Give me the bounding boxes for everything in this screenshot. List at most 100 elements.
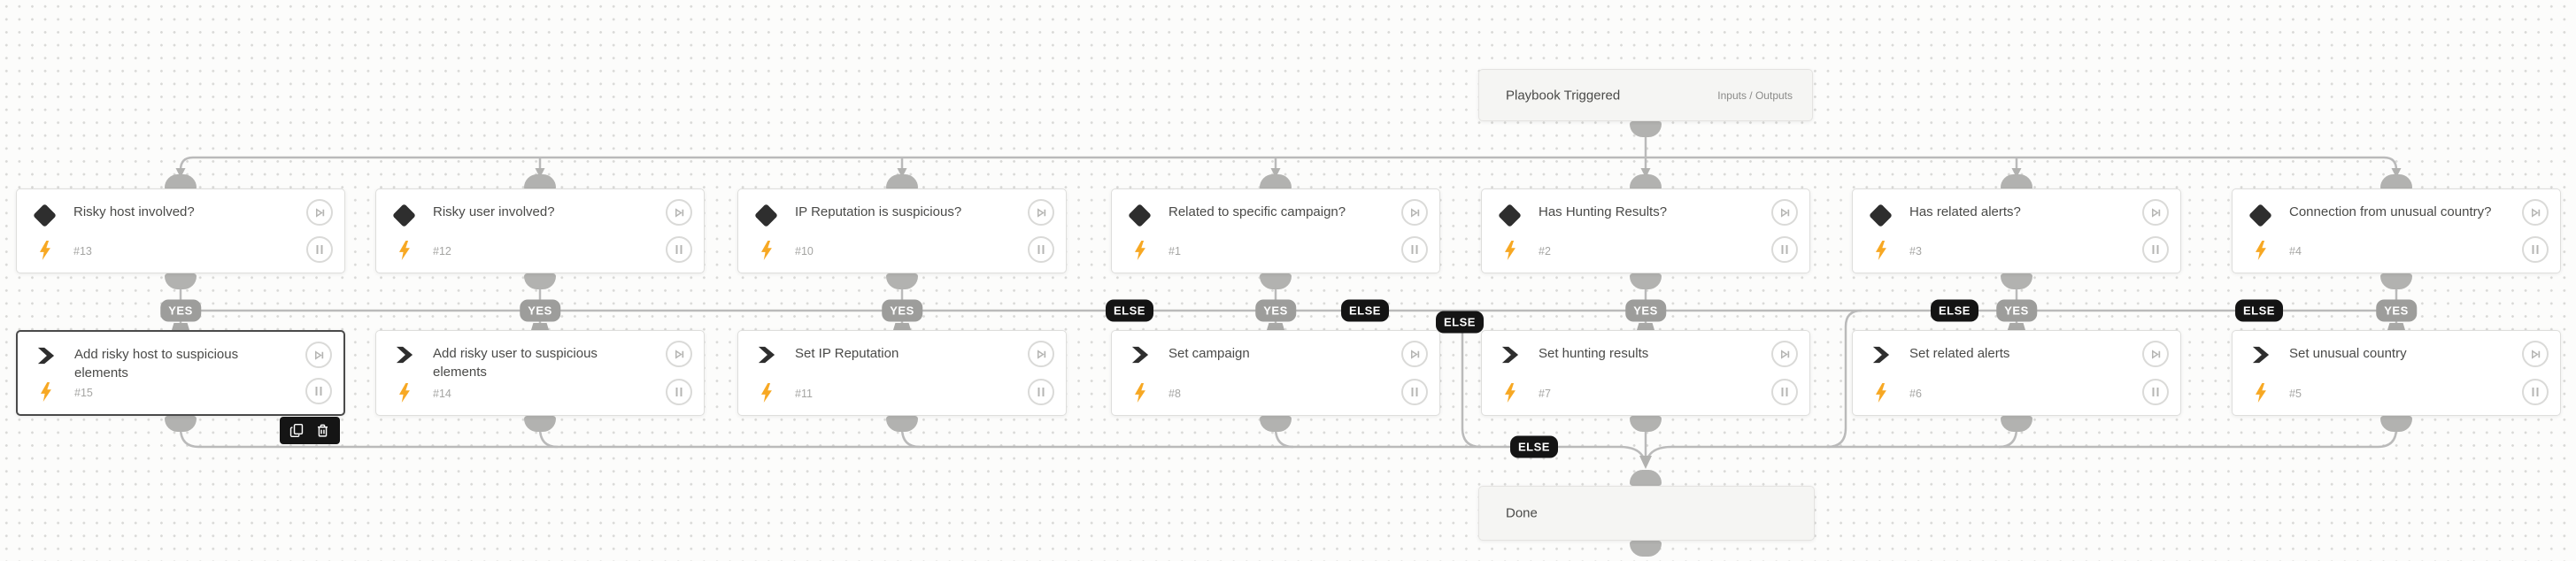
input-port [2380,174,2412,190]
task-id: #13 [73,245,92,257]
skip-to-end-button[interactable] [306,199,333,226]
input-port [1630,174,1662,190]
action-node[interactable]: Set campaign #8 [1111,330,1440,416]
copy-task-button[interactable] [289,423,305,438]
skip-to-end-button[interactable] [1028,199,1054,226]
action-title: Add risky host to suspicious elements [74,347,239,380]
pause-button[interactable] [666,379,692,405]
pause-button[interactable] [306,236,333,263]
task-id: #4 [2289,245,2302,257]
yes-edge-badge: YES [520,299,560,322]
else-edge-badge: ELSE [1931,299,1978,322]
yes-port-foot [531,323,549,330]
pause-button[interactable] [1771,236,1798,263]
pause-button[interactable] [2522,236,2549,263]
output-port [1630,121,1662,137]
task-id: #2 [1539,245,1551,257]
yes-edge-badge: YES [1255,299,1296,322]
task-id: #10 [795,245,814,257]
automation-bolt-icon [761,241,772,260]
diamond-condition-icon [392,204,416,227]
playbook-trigger-node[interactable]: Playbook Triggered Inputs / Outputs [1478,69,1813,121]
inputs-outputs-link[interactable]: Inputs / Outputs [1717,88,1793,102]
pause-button[interactable] [2522,379,2549,405]
skip-to-end-button[interactable] [666,341,692,367]
skip-to-end-button[interactable] [1771,199,1798,226]
task-id: #12 [433,245,451,257]
task-id: #7 [1539,388,1551,400]
skip-to-end-button[interactable] [2142,341,2169,367]
input-port [1630,470,1662,486]
action-title: Set campaign [1168,346,1250,361]
task-id: #1 [1168,245,1181,257]
input-port [2001,174,2032,190]
skip-to-end-button[interactable] [2522,199,2549,226]
automation-bolt-icon [2256,383,2266,403]
condition-title: Risky host involved? [73,204,195,219]
output-port [1630,416,1662,432]
yes-edge-badge: YES [1625,299,1666,322]
done-node[interactable]: Done [1478,486,1815,541]
input-port [524,174,556,190]
action-node[interactable]: Add risky host to suspicious elements #1… [16,330,345,416]
pause-button[interactable] [2142,379,2169,405]
pause-button[interactable] [1401,236,1428,263]
action-title: Set hunting results [1539,346,1649,361]
skip-to-end-button[interactable] [666,199,692,226]
condition-node[interactable]: Has related alerts? #3 [1852,188,2181,273]
action-node[interactable]: Set unusual country #5 [2232,330,2561,416]
skip-to-end-button[interactable] [1771,341,1798,367]
automation-bolt-icon [1505,383,1516,403]
output-port [1260,273,1292,289]
task-id: #11 [795,388,813,400]
pause-button[interactable] [305,378,332,404]
skip-to-end-button[interactable] [2522,341,2549,367]
pause-button[interactable] [1028,236,1054,263]
chevron-task-icon [1131,346,1149,364]
output-port [524,273,556,289]
task-id: #6 [1909,388,1922,400]
else-edge-badge: ELSE [1341,299,1389,322]
condition-title: Risky user involved? [433,204,555,219]
skip-to-end-button[interactable] [1401,341,1428,367]
action-node[interactable]: Set related alerts #6 [1852,330,2181,416]
automation-bolt-icon [1876,383,1886,403]
task-id: #14 [433,388,451,400]
skip-to-end-button[interactable] [305,342,332,368]
task-id: #5 [2289,388,2302,400]
pause-button[interactable] [1401,379,1428,405]
action-node[interactable]: Add risky user to suspicious elements #1… [375,330,705,416]
output-port [2001,416,2032,432]
pause-button[interactable] [1771,379,1798,405]
automation-bolt-icon [761,383,772,403]
condition-node[interactable]: Connection from unusual country? #4 [2232,188,2561,273]
condition-node[interactable]: Risky host involved? #13 [16,188,345,273]
action-title: Set unusual country [2289,346,2407,361]
condition-node[interactable]: Has Hunting Results? #2 [1481,188,1810,273]
action-node[interactable]: Set hunting results #7 [1481,330,1810,416]
pause-button[interactable] [666,236,692,263]
condition-title: IP Reputation is suspicious? [795,204,962,219]
output-port [165,416,197,432]
diamond-condition-icon [1128,204,1152,227]
skip-to-end-button[interactable] [2142,199,2169,226]
action-title: Add risky user to suspicious elements [433,346,598,380]
action-title: Set IP Reputation [795,346,899,361]
condition-node[interactable]: Related to specific campaign? #1 [1111,188,1440,273]
diamond-condition-icon [2248,204,2272,227]
condition-node[interactable]: IP Reputation is suspicious? #10 [737,188,1067,273]
condition-node[interactable]: Risky user involved? #12 [375,188,705,273]
output-port [886,416,918,432]
diamond-condition-icon [754,204,778,227]
pause-button[interactable] [2142,236,2169,263]
action-node[interactable]: Set IP Reputation #11 [737,330,1067,416]
skip-to-end-button[interactable] [1401,199,1428,226]
yes-edge-badge: YES [2376,299,2417,322]
pause-button[interactable] [1028,379,1054,405]
chevron-task-icon [758,346,775,364]
skip-to-end-button[interactable] [1028,341,1054,367]
diamond-condition-icon [1498,204,1522,227]
else-edge-badge: ELSE [1106,299,1153,322]
delete-task-button[interactable] [315,423,330,438]
yes-port-foot [172,323,189,330]
